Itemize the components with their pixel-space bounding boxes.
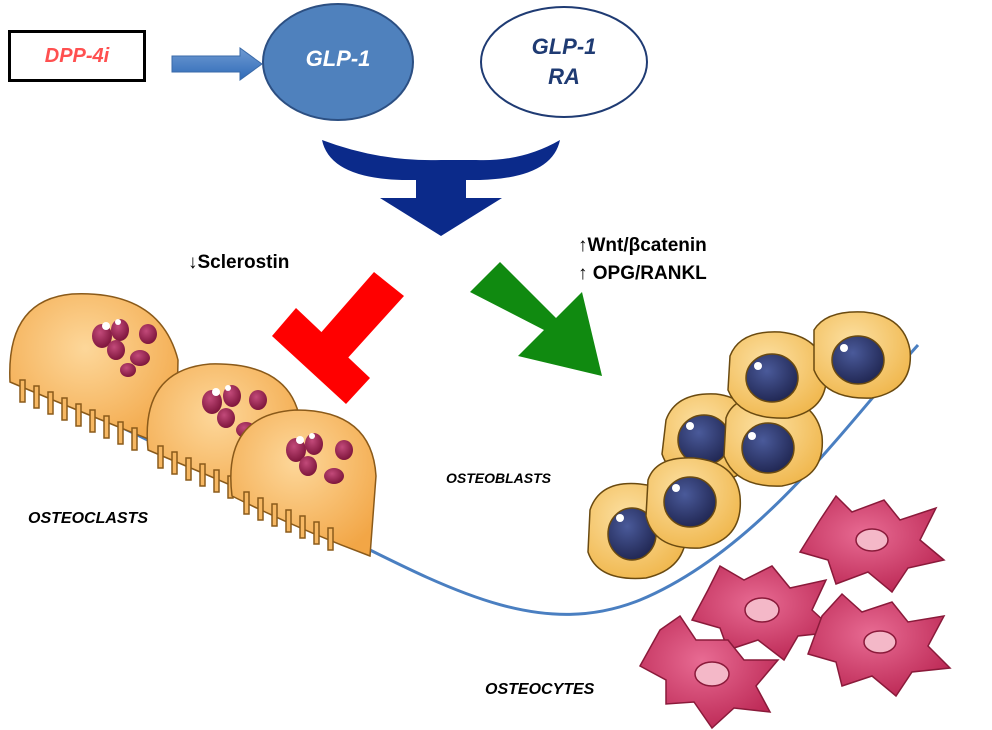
osteocyte-cell	[807, 592, 952, 698]
osteoblast-cell	[645, 457, 742, 549]
stimulation-arrow	[470, 262, 602, 376]
osteoblast-cell	[813, 311, 912, 399]
inhibition-symbol	[272, 272, 404, 404]
osteoclast-cell	[9, 293, 179, 452]
osteocyte-cell	[638, 614, 780, 730]
osteoclast-cells	[9, 293, 377, 558]
osteoblast-cell	[723, 395, 824, 487]
osteocytes-label: OSTEOCYTES	[485, 681, 595, 698]
sclerostin-label: ↓Sclerostin	[188, 252, 290, 273]
osteoblasts-label: OSTEOBLASTS	[446, 470, 552, 486]
wnt-label: ↑Wnt/βcatenin	[578, 235, 707, 256]
osteoclast-cell	[230, 409, 377, 558]
dpp4i-to-glp1-arrow	[171, 47, 263, 81]
dpp4i-box: DPP-4i	[8, 30, 146, 82]
opg-rankl-label: ↑ OPG/RANKL	[578, 263, 707, 284]
glp1-ra-label-line1: GLP-1	[531, 34, 597, 59]
dpp4i-label: DPP-4i	[44, 44, 110, 67]
glp1-ra-ellipse	[480, 6, 648, 118]
osteocyte-cells	[638, 494, 952, 730]
osteoblast-cell	[727, 331, 828, 419]
glp1-ellipse	[262, 3, 414, 121]
down-arrow	[380, 178, 502, 236]
glp1-label: GLP-1	[305, 46, 371, 71]
receptor-cup	[322, 140, 560, 180]
glp1-ra-label-line2: RA	[548, 64, 580, 89]
osteoblast-cells	[587, 311, 912, 580]
osteoclasts-label: OSTEOCLASTS	[28, 510, 149, 527]
wnt-opg-labels: ↑Wnt/βcatenin ↑ OPG/RANKL	[578, 232, 707, 288]
glp1-ra-label: GLP-1 RA	[482, 32, 646, 92]
osteocyte-cell	[798, 494, 946, 594]
